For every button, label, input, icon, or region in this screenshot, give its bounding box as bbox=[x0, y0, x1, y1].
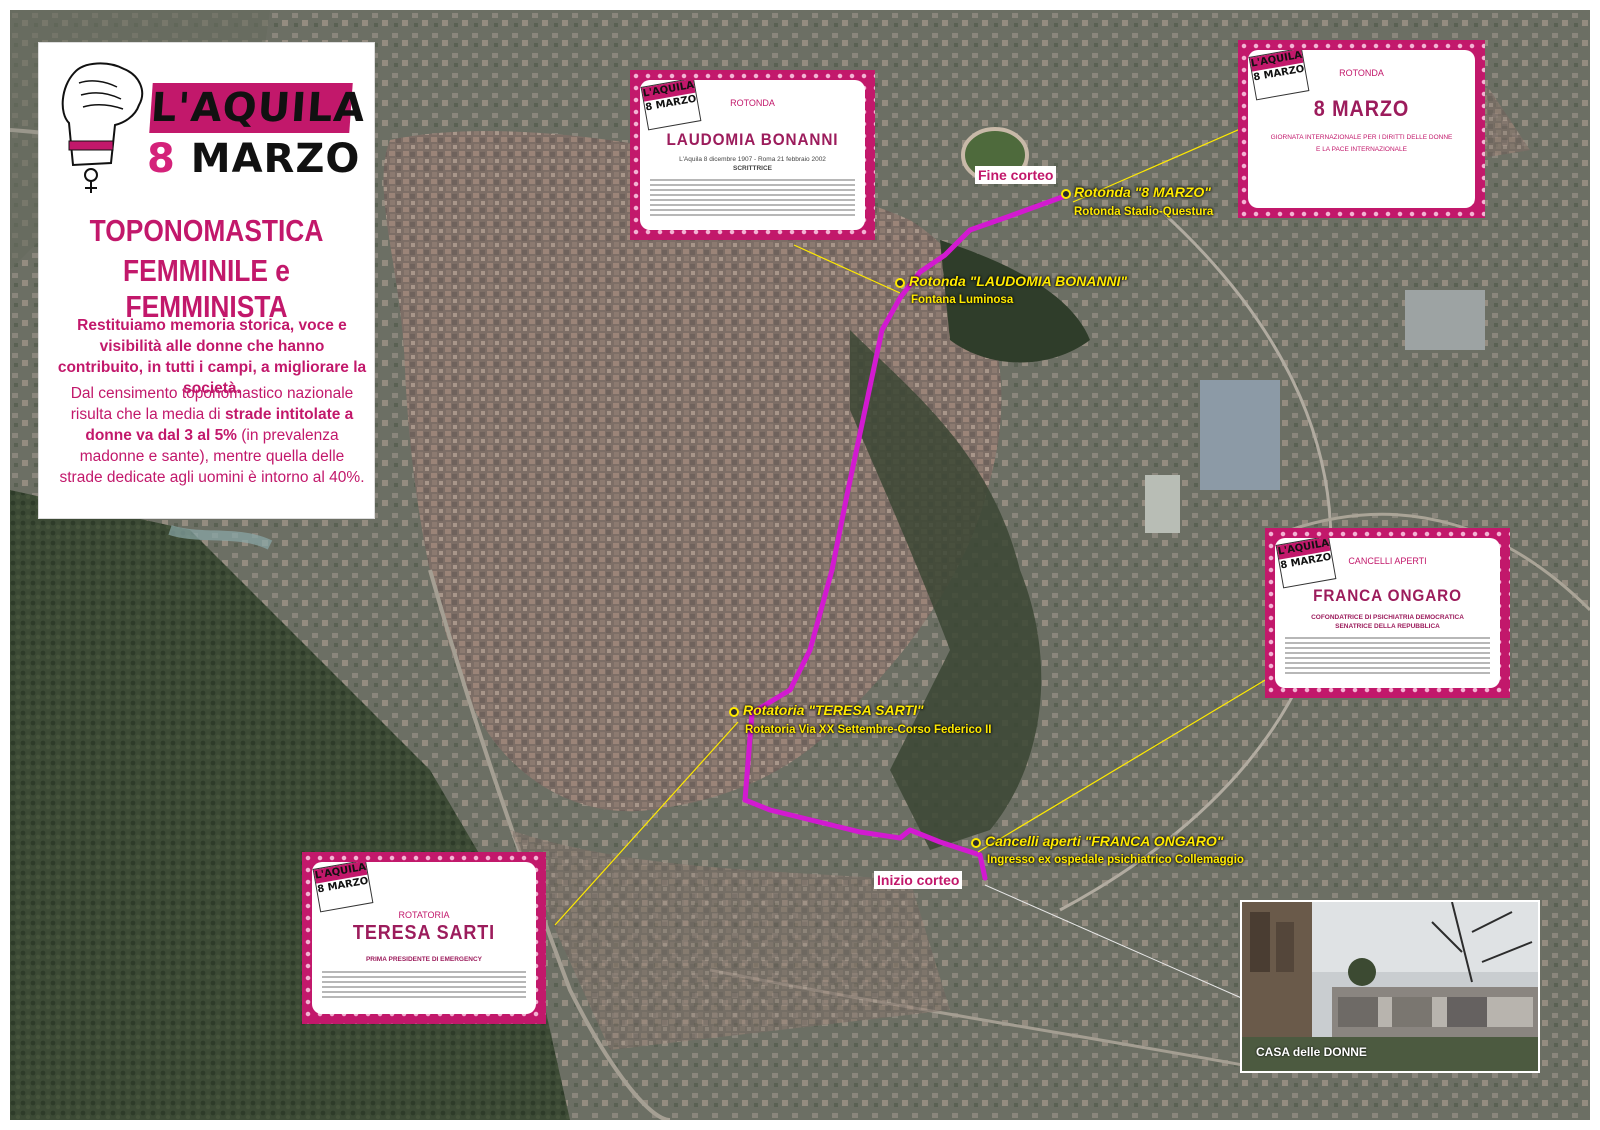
logo-month: MARZO bbox=[175, 136, 361, 182]
label-fine-corteo: Fine corteo bbox=[975, 166, 1057, 184]
plaque-name: LAUDOMIA BONANNI bbox=[666, 130, 839, 149]
plaque-subtitle-1: L'Aquila 8 dicembre 1907 - Roma 21 febbr… bbox=[679, 156, 826, 163]
plaque-name: FRANCA ONGARO bbox=[1313, 586, 1462, 605]
plaque-type: ROTATORIA bbox=[398, 910, 450, 920]
casa-delle-donne-photo bbox=[1242, 902, 1538, 1071]
intro-paragraph-1: Restituiamo memoria storica, voce e visi… bbox=[57, 317, 367, 397]
intro-paragraph-2: Dal censimento toponomastico nazionale r… bbox=[57, 383, 367, 488]
plaque-body-text bbox=[1285, 634, 1490, 677]
plaque-type: ROTONDA bbox=[1339, 68, 1384, 78]
label-cancelli-franca: Cancelli aperti "FRANCA ONGARO" bbox=[985, 833, 1224, 849]
plaque-name: 8 MARZO bbox=[1313, 96, 1410, 121]
marker-rotonda-laudomia[interactable] bbox=[895, 278, 905, 288]
event-logo: L'AQUILA 8 MARZO bbox=[39, 43, 374, 208]
marker-rotatoria-teresa[interactable] bbox=[729, 707, 739, 717]
plaque-subtitle-2: SENATRICE DELLA REPUBBLICA bbox=[1335, 623, 1440, 630]
plaque-type: CANCELLI APERTI bbox=[1348, 556, 1427, 566]
plaque-subtitle-2: SCRITTRICE bbox=[733, 165, 772, 172]
intro-paragraph-2-c: (in prevalenza madonne e sante), mentre … bbox=[59, 427, 365, 486]
plaque-body-text bbox=[650, 176, 855, 219]
intro-paragraph-2-highlight: strade intitolate a donne va dal 3 al 5% bbox=[85, 406, 354, 444]
photo-casa-delle-donne[interactable]: CASA delle DONNE bbox=[1240, 900, 1540, 1073]
label-rotonda-8-marzo-sub: Rotonda Stadio-Questura bbox=[1074, 206, 1214, 218]
plaque-subtitle-1: COFONDATRICE DI PSICHIATRIA DEMOCRATICA bbox=[1311, 614, 1464, 621]
intro-panel: L'AQUILA 8 MARZO TOPONOMASTICA FEMMINILE… bbox=[39, 43, 374, 518]
intro-paragraph-2-a: Dal censimento toponomastico nazionale r… bbox=[70, 385, 354, 423]
label-cancelli-franca-sub: Ingresso ex ospedale psichiatrico Collem… bbox=[987, 854, 1244, 866]
photo-caption: CASA delle DONNE bbox=[1256, 1045, 1367, 1059]
plaque-type: ROTONDA bbox=[730, 98, 775, 108]
plaque-body-text bbox=[322, 968, 526, 1001]
plaque-subtitle-2: PRIMA PRESIDENTE DI EMERGENCY bbox=[365, 956, 483, 963]
label-rotonda-laudomia-sub: Fontana Luminosa bbox=[911, 294, 1014, 306]
plaque-subtitle-1: GIORNATA INTERNAZIONALE PER I DIRITTI DE… bbox=[1270, 134, 1453, 141]
label-rotonda-8-marzo: Rotonda "8 MARZO" bbox=[1074, 184, 1211, 200]
marker-cancelli-franca[interactable] bbox=[971, 838, 981, 848]
label-rotonda-laudomia: Rotonda "LAUDOMIA BONANNI" bbox=[909, 273, 1128, 289]
label-rotatoria-teresa: Rotatoria "TERESA SARTI" bbox=[743, 702, 924, 718]
logo-title-line2: 8 MARZO bbox=[147, 135, 360, 183]
label-rotatoria-teresa-sub: Rotatoria Via XX Settembre-Corso Federic… bbox=[745, 724, 992, 736]
plaque-subtitle-2: E LA PACE INTERNAZIONALE bbox=[1316, 146, 1407, 153]
intro-title-line1: TOPONOMASTICA bbox=[89, 213, 324, 248]
logo-number: 8 bbox=[147, 136, 176, 182]
raised-fist-icon bbox=[61, 62, 144, 193]
label-inizio-corteo: Inizio corteo bbox=[874, 871, 963, 889]
plaque-name: TERESA SARTI bbox=[352, 922, 496, 944]
marker-rotonda-8-marzo[interactable] bbox=[1061, 189, 1071, 199]
logo-title-line1: L'AQUILA bbox=[149, 83, 368, 133]
intro-title-line2: FEMMINILE e FEMMINISTA bbox=[123, 253, 290, 324]
